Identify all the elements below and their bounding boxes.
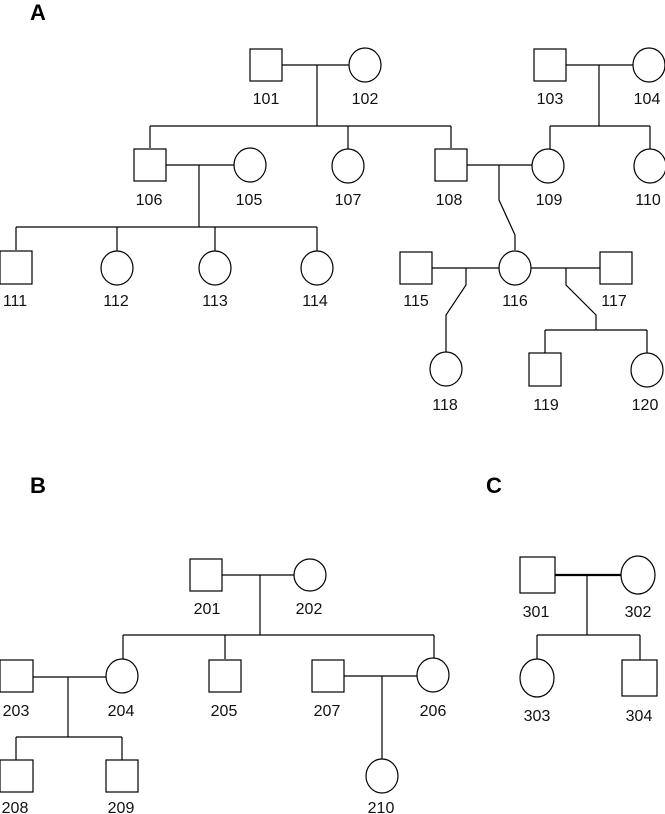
- individual-label-109: 109: [536, 192, 563, 209]
- individual-label-107: 107: [335, 192, 362, 209]
- female-symbol-112: [100, 250, 134, 286]
- female-symbol-113: [198, 250, 232, 286]
- female-symbol-109: [531, 148, 565, 184]
- male-symbol-203: [0, 659, 34, 693]
- individual-label-118: 118: [432, 397, 458, 414]
- female-symbol-102: [348, 47, 382, 83]
- male-symbol-205: [208, 659, 242, 693]
- female-symbol-105: [233, 147, 267, 183]
- individual-label-113: 113: [202, 293, 228, 310]
- female-symbol-118: [429, 351, 463, 387]
- individual-label-114: 114: [302, 293, 328, 310]
- male-symbol-115: [399, 251, 433, 285]
- individual-label-209: 209: [108, 800, 135, 814]
- individual-label-110: 110: [635, 192, 661, 209]
- sibship-line-a3: [15, 165, 318, 251]
- individual-label-205: 205: [211, 703, 238, 720]
- male-symbol-301: [519, 556, 556, 594]
- sibship-line-a4: [544, 268, 648, 353]
- individual-label-203: 203: [3, 703, 30, 720]
- female-symbol-303: [519, 658, 555, 698]
- individual-label-206: 206: [420, 703, 447, 720]
- individual-label-207: 207: [314, 703, 341, 720]
- panel-label-b: B: [30, 473, 46, 498]
- female-symbol-104: [632, 47, 665, 83]
- female-symbol-116: [498, 250, 532, 286]
- individuals-panel-a: 101 102 103 104 105 106 107 108 109 110 …: [0, 47, 665, 414]
- female-symbol-114: [300, 250, 334, 286]
- individual-label-116: 116: [502, 293, 528, 310]
- female-symbol-110: [633, 148, 665, 184]
- female-symbol-302: [620, 555, 656, 595]
- descent-line-118: [445, 268, 467, 352]
- individual-label-108: 108: [436, 192, 463, 209]
- individual-label-304: 304: [626, 708, 653, 725]
- female-symbol-210: [365, 758, 399, 794]
- male-symbol-103: [533, 48, 567, 82]
- female-symbol-204: [105, 658, 139, 694]
- sibship-line-b2: [15, 677, 123, 760]
- individual-label-115: 115: [403, 293, 429, 310]
- individual-label-102: 102: [352, 91, 379, 108]
- male-symbol-119: [528, 352, 562, 387]
- female-symbol-120: [630, 352, 664, 388]
- individual-label-104: 104: [634, 91, 661, 108]
- male-symbol-304: [621, 659, 658, 697]
- female-symbol-202: [293, 558, 327, 592]
- individual-label-201: 201: [194, 601, 221, 618]
- individual-label-106: 106: [136, 192, 163, 209]
- pedigree-connectors: [15, 64, 651, 760]
- male-symbol-106: [133, 148, 167, 182]
- individual-label-103: 103: [537, 91, 564, 108]
- panel-label-a: A: [30, 0, 46, 25]
- female-symbol-206: [416, 657, 450, 693]
- individual-label-204: 204: [108, 703, 135, 720]
- female-symbol-107: [331, 148, 365, 184]
- sibship-line-b1: [122, 575, 435, 659]
- male-symbol-117: [599, 251, 633, 285]
- individual-label-111: 111: [3, 293, 27, 310]
- male-symbol-209: [105, 759, 139, 793]
- descent-line-116: [498, 165, 516, 250]
- sibship-line-a2: [549, 65, 651, 149]
- individual-label-303: 303: [524, 708, 551, 725]
- male-symbol-201: [189, 558, 223, 592]
- individual-label-210: 210: [368, 800, 395, 814]
- individual-label-112: 112: [103, 293, 129, 310]
- individual-label-119: 119: [533, 397, 559, 414]
- panel-label-c: C: [486, 473, 502, 498]
- male-symbol-101: [249, 48, 283, 82]
- individual-label-208: 208: [2, 800, 29, 814]
- sibship-line-a1: [149, 65, 452, 149]
- individual-label-105: 105: [236, 192, 263, 209]
- male-symbol-108: [434, 148, 468, 182]
- individual-label-202: 202: [296, 601, 323, 618]
- individual-label-302: 302: [625, 604, 652, 621]
- male-symbol-111: [0, 250, 33, 285]
- male-symbol-208: [0, 759, 34, 793]
- individual-label-301: 301: [523, 604, 550, 621]
- individual-label-120: 120: [632, 397, 659, 414]
- male-symbol-207: [311, 659, 345, 693]
- individuals-panel-b: 201 202 203 204 205 206 207 208 209 210: [0, 558, 450, 814]
- individuals-panel-c: 301 302 303 304: [519, 555, 658, 725]
- individual-label-117: 117: [601, 293, 627, 310]
- sibship-line-c1: [536, 575, 641, 660]
- individual-label-101: 101: [253, 91, 280, 108]
